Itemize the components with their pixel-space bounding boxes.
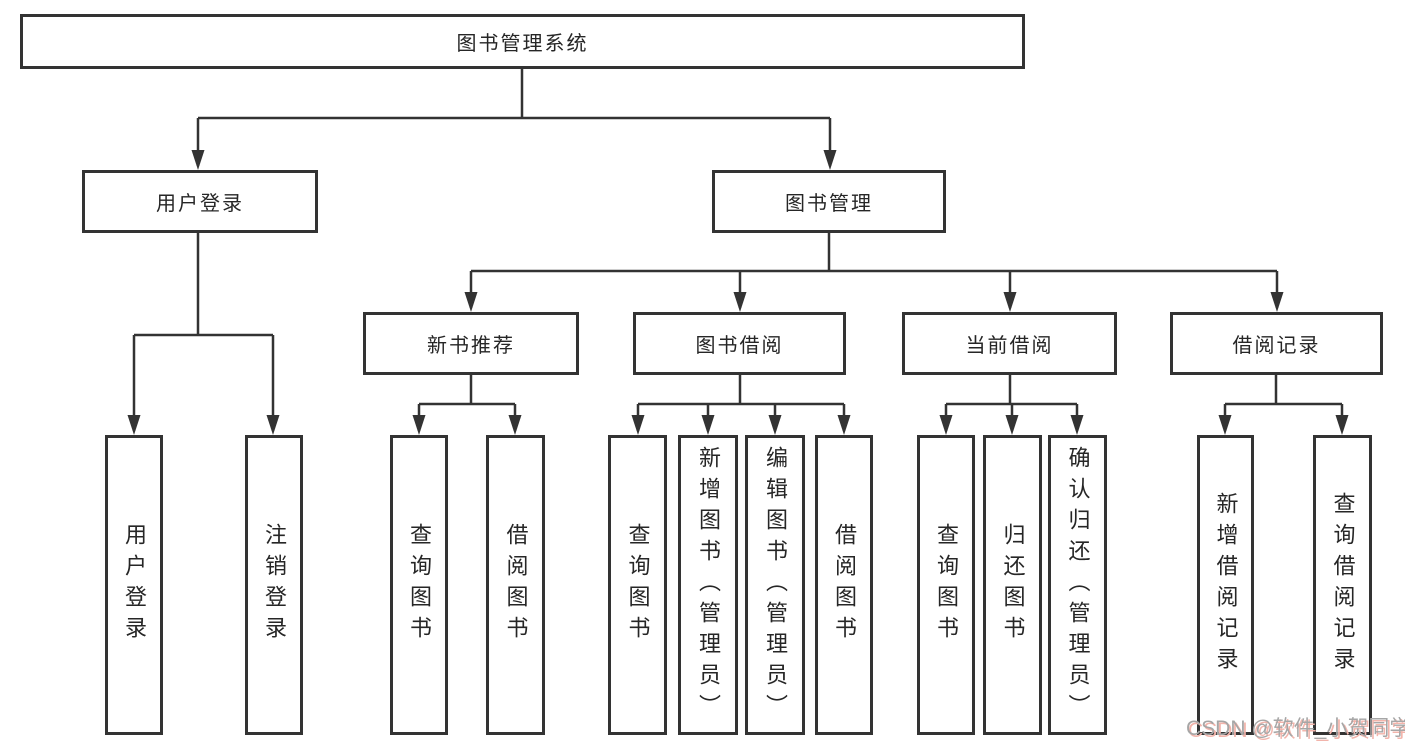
node-label: 图书借阅: [695, 335, 784, 357]
node-label: 查询图书: [934, 523, 959, 647]
node-label: 查询图书: [625, 523, 651, 647]
node-borrowing-records: 借阅记录: [1170, 312, 1383, 375]
node-label: 确认归还（管理员）: [1065, 445, 1091, 725]
node-label: 借阅记录: [1232, 335, 1321, 357]
node-label: 图书管理系统: [456, 33, 589, 55]
leaf-logout: 注销登录: [245, 435, 303, 735]
node-label: 新增图书（管理员）: [696, 445, 721, 725]
node-book-management: 图书管理: [712, 170, 946, 233]
node-current-borrowing: 当前借阅: [902, 312, 1117, 375]
leaf-add-book-admin: 新增图书（管理员）: [678, 435, 738, 735]
node-label: 查询图书: [407, 523, 432, 647]
node-label: 用户登录: [156, 193, 244, 215]
node-user-login: 用户登录: [82, 170, 318, 233]
leaf-borrow-book-recommend: 借阅图书: [486, 435, 545, 735]
node-label: 当前借阅: [965, 335, 1054, 357]
leaf-add-borrow-record: 新增借阅记录: [1197, 435, 1254, 735]
leaf-query-book-current: 查询图书: [917, 435, 975, 735]
node-label: 图书管理: [785, 193, 873, 215]
leaf-query-borrow-record: 查询借阅记录: [1313, 435, 1372, 735]
node-label: 编辑图书（管理员）: [763, 445, 788, 725]
node-label: 新增借阅记录: [1213, 492, 1239, 678]
csdn-watermark: CSDN @软件_小贺同学: [1186, 717, 1405, 740]
node-book-borrowing: 图书借阅: [633, 312, 846, 375]
node-label: 借阅图书: [832, 523, 857, 647]
leaf-confirm-return-admin: 确认归还（管理员）: [1048, 435, 1107, 735]
leaf-edit-book-admin: 编辑图书（管理员）: [745, 435, 805, 735]
node-label: 用户登录: [122, 523, 147, 647]
leaf-borrow-book: 借阅图书: [815, 435, 873, 735]
leaf-return-book: 归还图书: [983, 435, 1042, 735]
leaf-query-book-borrowing: 查询图书: [608, 435, 667, 735]
node-label: 归还图书: [1000, 523, 1026, 647]
node-label: 新书推荐: [427, 335, 515, 357]
node-new-book-recommend: 新书推荐: [363, 312, 579, 375]
node-label: 借阅图书: [503, 523, 529, 647]
leaf-query-book-recommend: 查询图书: [390, 435, 448, 735]
node-root-system: 图书管理系统: [20, 14, 1025, 69]
node-label: 查询借阅记录: [1330, 492, 1356, 678]
leaf-user-login: 用户登录: [105, 435, 163, 735]
node-label: 注销登录: [262, 523, 287, 647]
